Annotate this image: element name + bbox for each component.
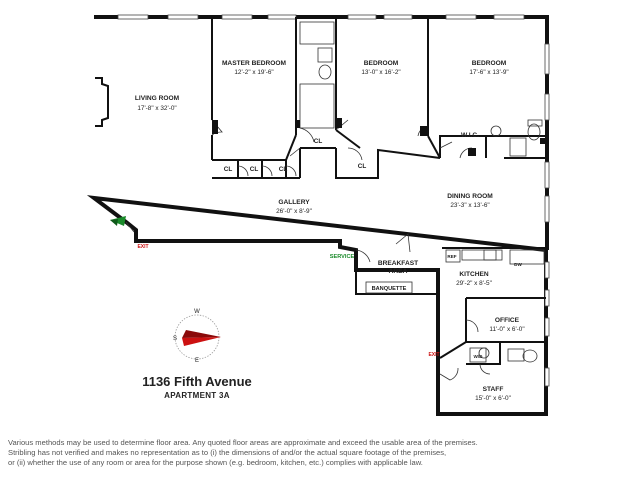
exit-label-staff: EXIT [428,352,439,358]
staff-dims: 15'-0" x 6'-0" [475,395,511,402]
breakfast-area-name-1: BREAKFAST [378,260,418,267]
doors [125,119,491,381]
closet-label-5: CL [358,163,367,170]
compass-east: E [195,358,199,364]
walk-in-closet-label: W.I.C. [461,132,479,139]
disclaimer-line-2: Stribling has not verified and makes no … [8,448,447,457]
gallery-name: GALLERY [278,199,310,206]
dishwasher-label: DW [514,262,522,267]
bath-fixtures [478,119,543,363]
kitchen-dims: 29'-2" x 8'-5" [456,280,492,287]
master-bedroom-dims: 12'-2" x 19'-6" [234,69,273,76]
breakfast-area-name-2: AREA [389,268,408,275]
wall-marks [212,118,546,156]
closet-label-2: CL [250,166,259,173]
dining-room-dims: 23'-3" x 13'-6" [450,202,489,209]
banquette [355,270,438,295]
bedroom-3-dims: 17'-6" x 13'-9" [469,69,508,76]
disclaimer-line-3: or (ii) whether the use of any room or a… [8,458,423,467]
apartment-subtitle: APARTMENT 3A [164,391,230,400]
entry-arrow [110,216,126,226]
closet-label-4: CL [314,138,323,145]
refrigerator-label: REF [447,254,456,259]
compass-needle [182,337,221,346]
bedroom-2-dims: 13'-0" x 16'-2" [361,69,400,76]
bathroom [299,21,335,129]
bedroom-2-name: BEDROOM [364,60,399,67]
kitchen-appliances [445,249,545,363]
right-windows [544,43,550,387]
fireplace [95,77,109,127]
office-dims: 11'-0" x 6'-0" [489,326,524,333]
compass: W S E [173,309,221,364]
service-entrance-label: SERVICE [330,254,355,260]
washer-dryer-label: W/D [474,354,484,359]
banquette-label: BANQUETTE [372,286,407,292]
address-title: 1136 Fifth Avenue [142,374,252,389]
exit-label-main: EXIT [137,244,148,250]
compass-south: S [173,336,177,342]
living-room-name: LIVING ROOM [135,95,180,102]
closet-label-1: CL [224,166,233,173]
living-room-dims: 17'-8" x 32'-0" [137,105,176,112]
disclaimer: Various methods may be used to determine… [8,438,636,468]
dining-room-name: DINING ROOM [447,193,493,200]
master-bedroom-name: MASTER BEDROOM [222,60,287,67]
top-windows [117,14,525,20]
gallery-dims: 26'-0" x 8'-9" [276,208,312,215]
interior-walls [211,17,546,365]
compass-west: W [194,309,200,315]
closet-label-3: CL [279,166,288,173]
staff-name: STAFF [483,386,504,393]
disclaimer-line-1: Various methods may be used to determine… [8,438,478,447]
kitchen-name: KITCHEN [459,271,489,278]
office-name: OFFICE [495,317,520,324]
bedroom-3-name: BEDROOM [472,60,507,67]
